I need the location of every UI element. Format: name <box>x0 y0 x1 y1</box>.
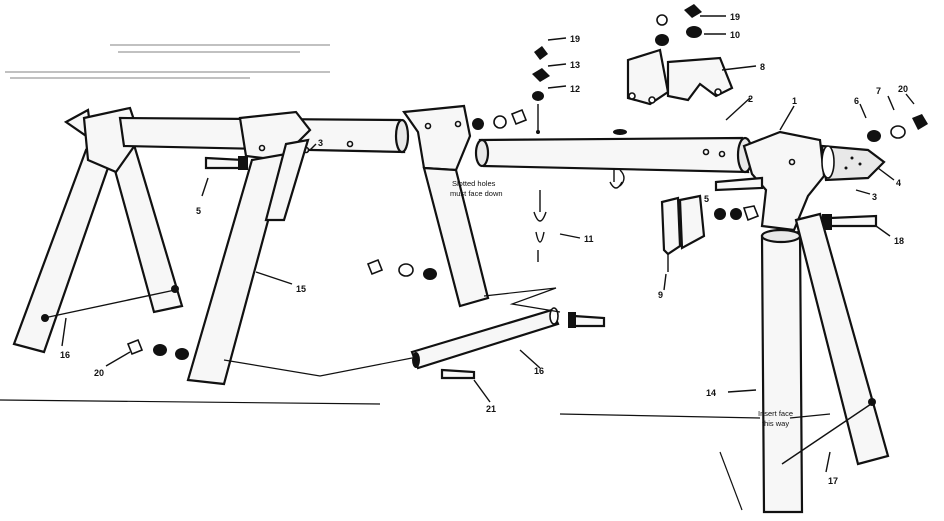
top-bar-end <box>394 118 410 154</box>
label-part-16-left: 16 <box>60 350 70 360</box>
label-part-11: 11 <box>584 234 594 244</box>
label-part-18: 18 <box>894 236 904 246</box>
part-labels: 1 2 3 3 4 5 5 6 7 8 9 10 11 12 13 14 15 … <box>60 12 908 486</box>
label-part-12: 12 <box>570 84 580 94</box>
left-brace <box>43 289 176 319</box>
bar-hole-b <box>346 140 354 148</box>
label-part-17: 17 <box>828 476 838 486</box>
top-bar-tube-2 <box>478 136 750 174</box>
bracket-hole <box>424 122 432 130</box>
label-part-20-left: 20 <box>94 368 104 378</box>
label-part-2: 2 <box>748 94 753 104</box>
center-leg-15 <box>186 152 288 386</box>
label-part-14: 14 <box>706 388 716 398</box>
right-brace-bolt <box>868 398 876 406</box>
hanger-bracket-8 <box>626 48 734 106</box>
right-leg-14 <box>760 230 804 514</box>
top-bar-hole <box>702 148 710 156</box>
hardware-right-end <box>867 114 928 142</box>
label-part-3-left: 3 <box>318 138 323 148</box>
swing-hanger-9 <box>660 194 706 272</box>
faded-header-marks <box>5 44 330 79</box>
bolt-5-right <box>714 176 764 222</box>
mid-bracket <box>402 104 472 172</box>
hardware-stack-right <box>655 4 702 46</box>
mid-leg <box>422 166 490 308</box>
note-inner-face-line2: this way <box>762 419 789 428</box>
note-slotted-holes-line1: Slotted holes <box>452 179 496 188</box>
bolt-5-left <box>204 156 248 170</box>
note-inner-face-line1: Insert face <box>758 409 793 418</box>
bar-hole-c <box>258 144 266 152</box>
label-part-6: 6 <box>854 96 859 106</box>
label-part-9: 9 <box>658 290 663 300</box>
center-leg-inner <box>264 138 310 222</box>
label-part-21: 21 <box>486 404 496 414</box>
swing-hooks-11 <box>533 168 625 262</box>
right-leg-inner <box>794 212 890 466</box>
hardware-center-nuts <box>366 258 437 280</box>
label-part-15: 15 <box>296 284 306 294</box>
label-part-10: 10 <box>730 30 740 40</box>
assembly-notes: Slotted holes must face down Insert face… <box>450 179 793 428</box>
bottom-brace-16 <box>410 307 560 370</box>
left-leg-outer <box>12 148 112 354</box>
label-part-8: 8 <box>760 62 765 72</box>
label-part-4: 4 <box>896 178 901 188</box>
top-bar-right-section <box>474 129 754 174</box>
bolt-21 <box>440 368 476 380</box>
hardware-left-20 <box>126 338 189 360</box>
bolt-18-right <box>822 214 878 230</box>
bolt-bottom-right <box>568 312 606 328</box>
end-cap-right <box>820 144 886 182</box>
note-slotted-holes-line2: must face down <box>450 189 503 198</box>
label-part-13: 13 <box>570 60 580 70</box>
hardware-center-top <box>472 108 528 130</box>
label-part-16-center: 16 <box>534 366 544 376</box>
left-brace-bolt-b <box>171 285 179 293</box>
guide-lines <box>0 287 831 511</box>
top-bar-2-end <box>474 138 490 168</box>
label-part-3-right: 3 <box>872 192 877 202</box>
label-part-5-right: 5 <box>704 194 709 204</box>
leader-arrows <box>61 15 915 473</box>
label-part-5-left: 5 <box>196 206 201 216</box>
label-part-1: 1 <box>792 96 797 106</box>
label-part-19-center: 19 <box>570 34 580 44</box>
label-part-7: 7 <box>876 86 881 96</box>
label-part-19-right: 19 <box>730 12 740 22</box>
right-leg-top <box>760 228 802 244</box>
top-bar-slot <box>613 129 627 135</box>
center-a-frame <box>186 138 490 386</box>
top-bar-hole-b <box>718 150 726 158</box>
right-brace <box>781 401 875 465</box>
hardware-stack-center <box>532 46 550 134</box>
label-part-20-right: 20 <box>898 84 908 94</box>
left-brace-bolt-a <box>41 314 49 322</box>
right-a-frame <box>760 212 890 514</box>
bracket-hole-b <box>454 120 462 128</box>
